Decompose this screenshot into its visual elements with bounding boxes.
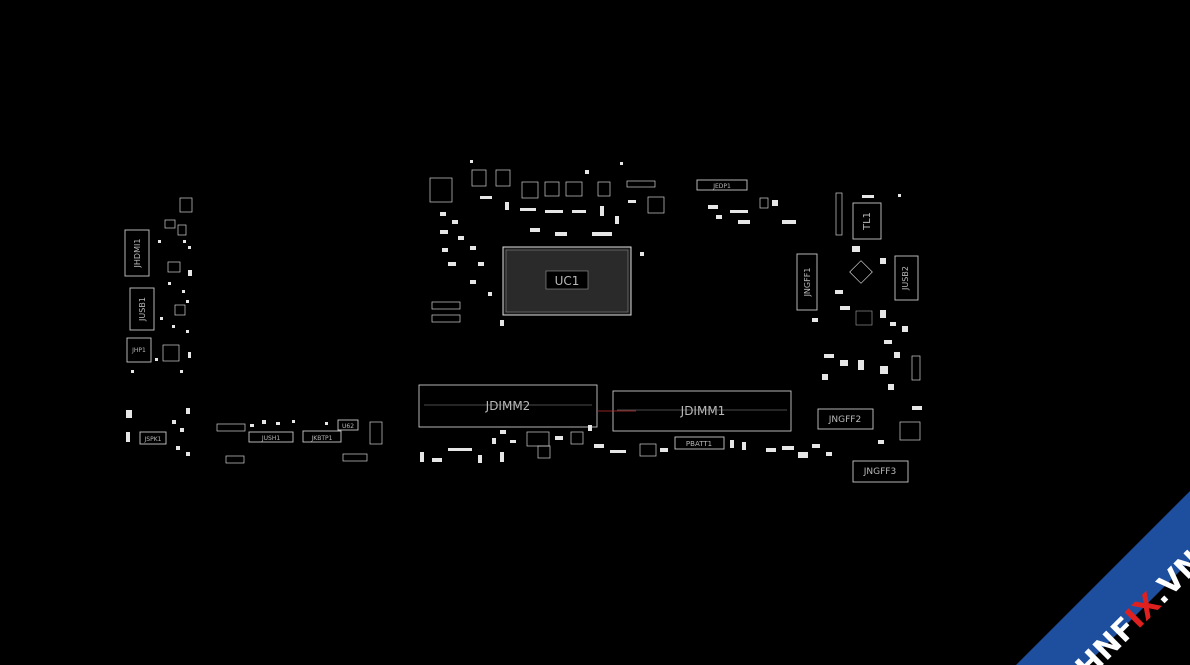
right-area-parts [812, 194, 922, 444]
jdimm2-label: JDIMM2 [485, 399, 531, 413]
j114-connector[interactable] [431, 314, 461, 323]
bottom-main-parts [420, 425, 832, 463]
jkbtp1-connector[interactable] [302, 430, 342, 443]
j113-connector[interactable] [431, 301, 461, 310]
jush1-label: JUSH1 [261, 435, 280, 442]
jngff1-label: JNGFF1 [803, 268, 812, 298]
jngff1-connector[interactable] [796, 253, 818, 311]
jspk1-label: JSPK1 [144, 436, 162, 443]
jdimm1-label: JDIMM1 [680, 404, 726, 418]
edp-area-parts [708, 197, 796, 224]
jngff3-connector[interactable] [852, 460, 909, 483]
left-column-parts [131, 219, 192, 373]
jusb2-label: JUSB2 [901, 266, 910, 291]
jedp1-connector[interactable] [696, 179, 748, 191]
pbatt1-connector[interactable] [674, 436, 725, 450]
jhdmi1-connector[interactable] [124, 229, 150, 277]
jusb1-connector[interactable] [129, 287, 155, 331]
jusb2-connector[interactable] [894, 255, 919, 301]
jusb1-label: JUSB1 [138, 297, 147, 322]
watermark-band [1016, 491, 1190, 665]
jspk1-connector[interactable] [139, 431, 167, 445]
u62-chip[interactable] [337, 419, 359, 431]
jkbtp1-label: JKBTP1 [311, 435, 333, 442]
uc1-label: UC1 [555, 274, 580, 288]
jhp1-label: JHP1 [131, 347, 146, 354]
jhdmi1-label: JHDMI1 [133, 239, 142, 269]
pbatt1-label: PBATT1 [686, 440, 712, 448]
top-parts [429, 160, 665, 326]
main-board: UC1 JEDP1 JDIMM2 JDIMM1 PBATT1 [418, 160, 922, 483]
jedp1-label: JEDP1 [712, 183, 731, 190]
jngff2-label: JNGFF2 [828, 415, 861, 425]
tl1-label: TL1 [862, 212, 873, 231]
tl1-inductor[interactable] [852, 202, 882, 240]
u62-label: U62 [342, 423, 354, 430]
jngff3-label: JNGFF3 [863, 467, 896, 477]
bottom-left-parts [126, 408, 328, 456]
hnfix-watermark: HNFIX.VN [1016, 491, 1190, 665]
left-board: JHDMI1 JUSB1 JHP1 JSPK1 JUSH1 JKBTP1 U62 [124, 197, 383, 464]
jush1-connector[interactable] [248, 431, 294, 443]
jhp1-connector[interactable] [126, 337, 152, 363]
jdimm2-slot[interactable] [418, 384, 598, 428]
jngff2-connector[interactable] [817, 408, 874, 430]
